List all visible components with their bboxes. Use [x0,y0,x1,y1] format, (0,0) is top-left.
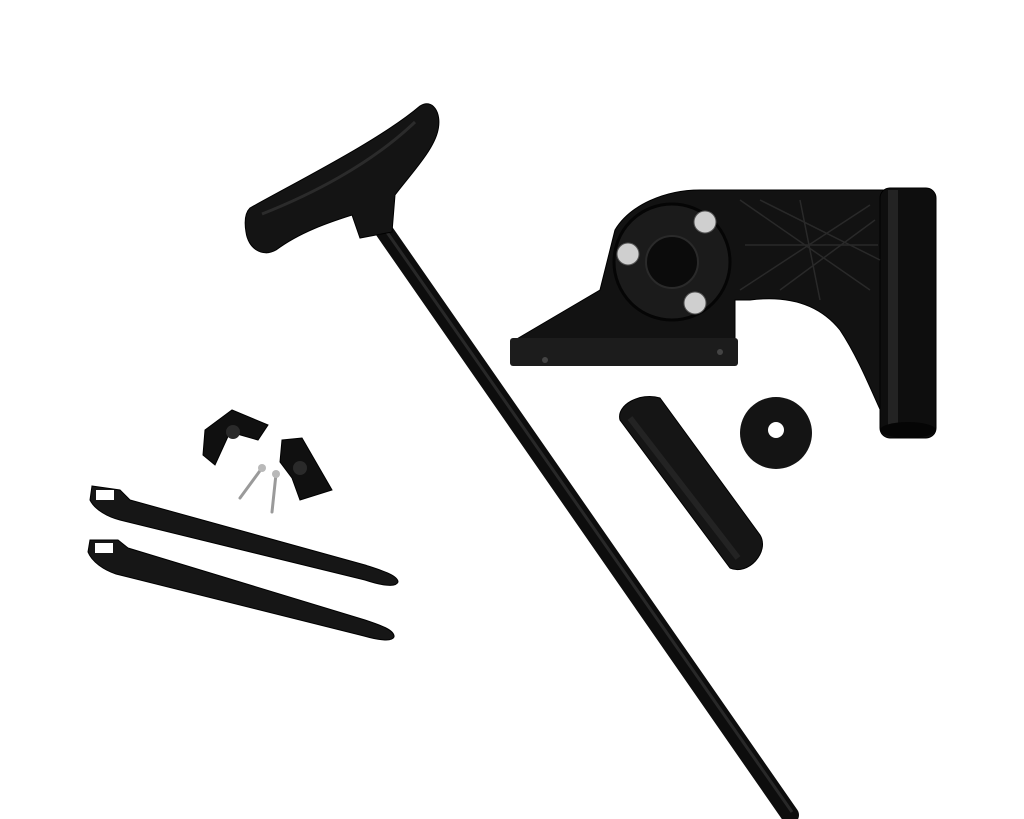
foam-grip-body [619,396,763,571]
foam-grip [619,396,763,571]
strap-buckle [95,543,113,553]
screw-head [258,464,266,472]
pole-shaft [371,216,799,819]
strap-body [89,485,399,586]
mount-hole [542,357,548,363]
pole-shaft-highlight [382,227,794,813]
pivot-bracket [510,187,937,439]
screws [238,464,280,514]
strap-body [87,539,395,641]
rubber-washer [740,397,812,469]
bracket-sleeve-highlight [888,190,898,434]
screw-head [272,470,280,478]
strap-buckle [96,490,114,500]
t-handle-pole [244,103,799,819]
pole-clip-1 [202,409,269,466]
t-handle-texture [261,120,417,216]
bolt-icon [683,291,707,315]
pole-clip-2 [279,437,333,501]
clip-hole [226,425,240,439]
bolt-icon [693,210,717,234]
clip-hole [293,461,307,475]
clip-body [202,409,269,466]
bracket-bolts [616,210,717,315]
bolt-icon [616,242,640,266]
mount-hole [717,349,723,355]
screw-icon [238,466,264,500]
pivot-hub [645,235,699,289]
washer-hole [768,422,784,438]
screw-icon [270,472,278,514]
bracket-ribbing [739,199,881,301]
t-handle-grip [244,103,440,254]
sleeve-opening [880,422,936,438]
hook-and-loop-strap-1 [89,485,399,586]
hook-and-loop-strap-2 [87,539,395,641]
foam-grip-highlight [627,416,741,560]
bracket-base-plate [510,338,738,366]
